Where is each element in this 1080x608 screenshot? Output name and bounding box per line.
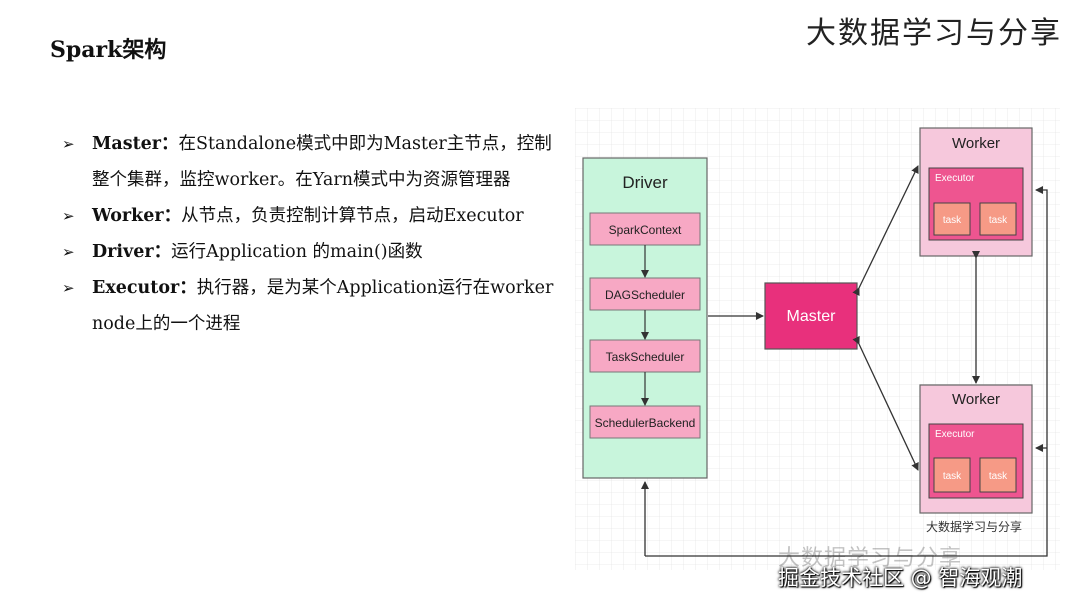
task-box bbox=[979, 202, 1017, 236]
watermark-small: 大数据学习与分享 bbox=[926, 520, 1023, 534]
bullet-term: Worker： bbox=[92, 206, 182, 226]
watermark-footer: 掘金技术社区 @ 智海观潮 bbox=[778, 566, 1023, 590]
worker-title: Worker bbox=[952, 391, 1000, 408]
bullet-text: 在Standalone模式中即为Master主节点，控制整个集群，监控worke… bbox=[92, 134, 552, 190]
master-worker-bottom-arrow bbox=[852, 335, 919, 471]
component-schedulerbackend: SchedulerBackend bbox=[589, 405, 701, 439]
bullet-text: 从节点，负责控制计算节点，启动Executor bbox=[181, 206, 524, 226]
bullet-term: Master： bbox=[92, 134, 179, 154]
master-label: Master bbox=[787, 308, 837, 325]
component-sparkcontext: SparkContext bbox=[589, 212, 701, 246]
component-label: DAGScheduler bbox=[605, 288, 685, 302]
master-container bbox=[764, 282, 858, 350]
diagram-canvas: Driver SparkContext DAGScheduler TaskSch… bbox=[575, 108, 1060, 570]
task-label: task bbox=[989, 471, 1008, 482]
bullet-master: ➢ Master：在Standalone模式中即为Master主节点，控制整个集… bbox=[62, 126, 562, 198]
slide-title: Spark架构 bbox=[50, 37, 167, 63]
watermark-large: 大数据学习与分享 bbox=[778, 546, 963, 571]
component-box bbox=[589, 339, 701, 373]
executor-label: Executor bbox=[935, 173, 975, 184]
master-box: Master bbox=[764, 282, 858, 350]
driver-title: Driver bbox=[622, 173, 668, 192]
bullet-term: Driver： bbox=[92, 242, 172, 262]
bullet-text: 执行器，是为某个Application运行在worker node上的一个进程 bbox=[92, 278, 554, 334]
component-dagscheduler: DAGScheduler bbox=[589, 277, 701, 311]
task-label: task bbox=[943, 215, 962, 226]
component-box bbox=[589, 405, 701, 439]
component-label: TaskScheduler bbox=[606, 350, 685, 364]
worker-box-bottom: Worker Executor task task bbox=[919, 384, 1033, 514]
bullet-arrow-icon: ➢ bbox=[62, 207, 75, 225]
component-taskscheduler: TaskScheduler bbox=[589, 339, 701, 373]
bullet-arrow-icon: ➢ bbox=[62, 279, 75, 297]
bullet-arrow-icon: ➢ bbox=[62, 243, 75, 261]
component-label: SchedulerBackend bbox=[595, 416, 696, 430]
bullet-executor: ➢ Executor：执行器，是为某个Application运行在worker … bbox=[62, 270, 562, 342]
driver-box: Driver SparkContext DAGScheduler TaskSch… bbox=[582, 157, 708, 479]
worker-title: Worker bbox=[952, 135, 1000, 152]
master-worker-top-arrow bbox=[852, 165, 919, 297]
executor-label: Executor bbox=[935, 429, 975, 440]
bullet-text: 运行Application 的main()函数 bbox=[171, 242, 423, 262]
task-box bbox=[979, 457, 1017, 493]
spark-architecture-diagram: Driver SparkContext DAGScheduler TaskSch… bbox=[575, 108, 1060, 570]
driver-executor-top-loop bbox=[645, 186, 1048, 557]
brand-logo-text: 大数据学习与分享 bbox=[806, 16, 1062, 51]
component-box bbox=[589, 277, 701, 311]
task-box bbox=[933, 457, 971, 493]
component-box bbox=[589, 212, 701, 246]
worker-box-top: Worker Executor task task bbox=[919, 127, 1033, 257]
bullet-term: Executor： bbox=[92, 278, 197, 298]
task-label: task bbox=[989, 215, 1008, 226]
component-label: SparkContext bbox=[609, 223, 682, 237]
bullet-driver: ➢ Driver：运行Application 的main()函数 bbox=[62, 234, 562, 270]
bullet-arrow-icon: ➢ bbox=[62, 135, 75, 153]
bullet-list: ➢ Master：在Standalone模式中即为Master主节点，控制整个集… bbox=[62, 126, 562, 342]
task-label: task bbox=[943, 471, 962, 482]
bullet-worker: ➢ Worker：从节点，负责控制计算节点，启动Executor bbox=[62, 198, 562, 234]
task-box bbox=[933, 202, 971, 236]
